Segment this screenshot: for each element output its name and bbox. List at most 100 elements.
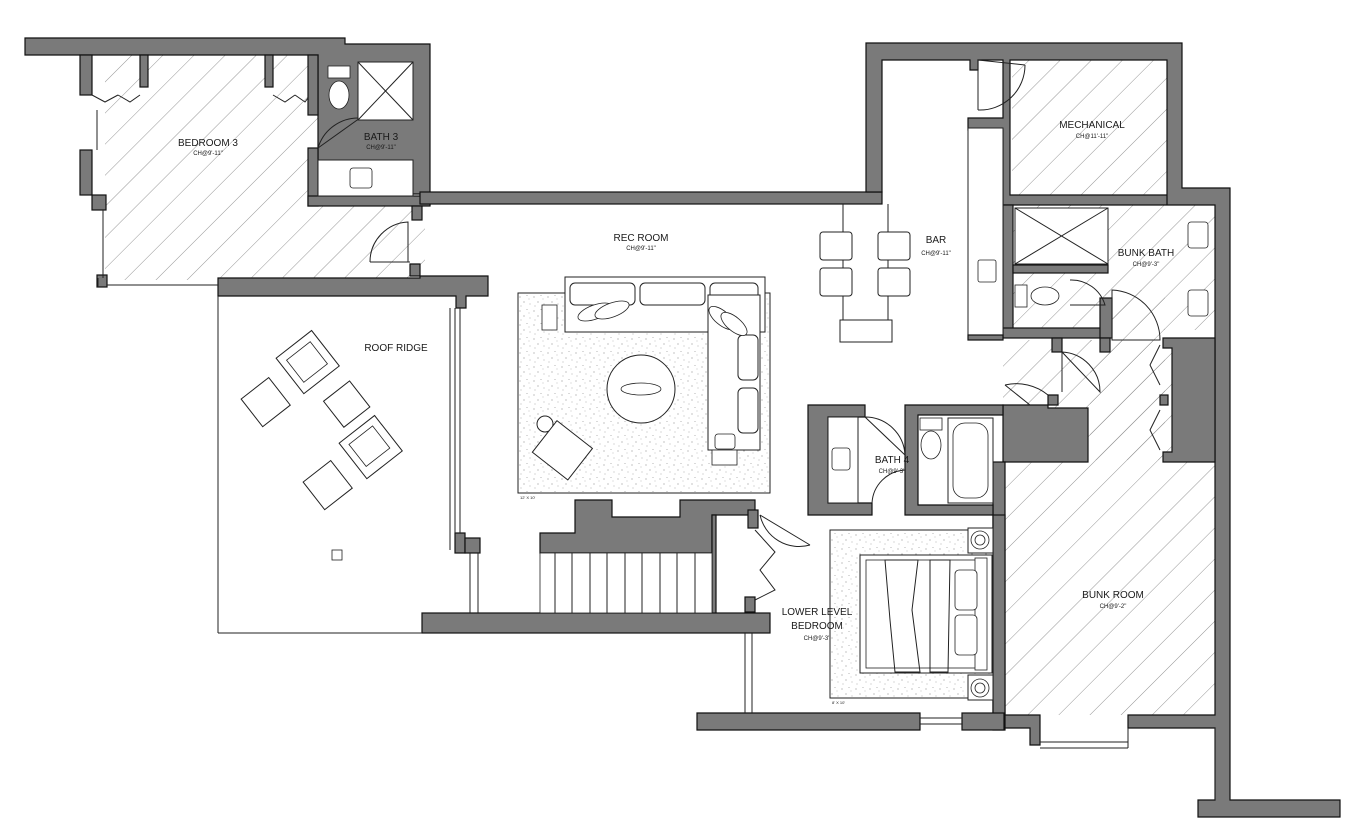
sofa-cushion-b [737, 387, 759, 434]
door-mechanical [977, 59, 1026, 111]
door-bath3 [317, 117, 361, 149]
room-labels: BEDROOM 3 CH@9'-11" BATH 3 CH@9'-11" REC… [178, 120, 1174, 705]
bunk-bath-ch: CH@9'-3" [1133, 262, 1160, 268]
wall-hall-pocket [1002, 394, 1089, 463]
door-closet-right [272, 94, 309, 103]
wall-bath3-stub [411, 205, 423, 221]
door-hall2 [1061, 351, 1101, 394]
bed-sheet [929, 559, 951, 673]
bar-sink [977, 259, 997, 283]
door-closet-bunk [1149, 344, 1161, 451]
door-hall [1111, 289, 1161, 341]
roof-ridge-furniture [240, 329, 403, 561]
bar-stool-2 [877, 231, 911, 261]
mechanical-label: MECHANICAL [1059, 120, 1125, 131]
bedroom-rug-size: 8' X 10' [832, 700, 845, 705]
bath3-label: BATH 3 [364, 132, 399, 143]
pillow-4 [720, 312, 748, 336]
wall-corridor-top [419, 191, 883, 205]
pillow-bed-2 [954, 614, 978, 656]
wall-bedroom3-left-jamb2 [91, 194, 107, 211]
wall-bar-end [967, 334, 1004, 341]
bunk-toilet-tank [1014, 284, 1028, 308]
bar-stool-1 [819, 231, 853, 261]
wall-roof-top [217, 263, 489, 309]
mechanical-ch: CH@11'-11" [1076, 134, 1109, 140]
wall-stair-jamb [747, 509, 759, 529]
wall-stair-jamb2 [744, 596, 756, 613]
walls [24, 37, 1341, 818]
wall-roof-jamb [454, 532, 466, 554]
rec-rug-size: 12' X 10' [520, 495, 536, 500]
outdoor-ottoman-1 [240, 376, 291, 428]
wall-bunk-closet-stub [1159, 394, 1169, 406]
rec-room-furniture [517, 276, 771, 494]
sofa-seat-2 [639, 282, 706, 306]
wall-bunk-bath-divider [1012, 264, 1109, 274]
bath4-ch: CH@9'-3" [879, 469, 906, 475]
bed-throw [884, 559, 921, 673]
bunk-sink-2 [1187, 289, 1209, 317]
wall-bedroom-bottom-right [961, 712, 1005, 731]
armchair [531, 419, 594, 481]
wall-closet-divider2 [264, 54, 274, 88]
wall-stair-top [539, 499, 756, 554]
bath4-sink [831, 447, 851, 471]
roof-drain [331, 549, 343, 561]
bar-table-base [839, 319, 893, 343]
wall-closet-divider1 [139, 54, 149, 88]
coffee-table-inner [620, 382, 662, 396]
bunk-bath-fixtures [1014, 207, 1209, 317]
bedroom3-ch: CH@9'-11" [193, 151, 223, 157]
bunk-room-ch: CH@9'-2" [1100, 604, 1127, 610]
end-table-1 [541, 304, 558, 331]
wall-bunk-stub3 [1099, 337, 1111, 353]
door-closet-left [91, 94, 141, 103]
bunk-room-label: BUNK ROOM [1082, 590, 1144, 601]
end-table-2 [711, 449, 738, 466]
mechanical-floor [1012, 60, 1167, 195]
bunk-bath-label: BUNK BATH [1118, 248, 1175, 259]
bunk-toilet-bowl [1030, 286, 1060, 306]
door-pocket [1004, 383, 1049, 406]
bath3-toilet-tank [327, 65, 351, 79]
bath4-toilet-bowl [920, 430, 942, 460]
roof-ridge-label: ROOF RIDGE [364, 343, 428, 354]
wall-bunk-closet [1162, 337, 1216, 463]
lamp-box [714, 433, 736, 450]
bar-stool-3 [819, 267, 853, 297]
door-bunk-bath [1069, 279, 1106, 306]
bar-ch: CH@9'-11" [921, 251, 951, 257]
door-bedroom3 [369, 221, 410, 263]
wall-bunk-bath-left [1002, 204, 1014, 336]
bath4-toilet-tank [919, 417, 943, 431]
bath4-fixtures [827, 416, 994, 504]
wall-bunk-bath-stub [1099, 297, 1113, 339]
wall-bath3-bottom [307, 195, 431, 207]
wall-bedroom3-corner [96, 274, 108, 288]
door-stair [759, 514, 811, 548]
wall-bath3-left [307, 54, 319, 116]
lower-bedroom-label-1: LOWER LEVEL [782, 607, 853, 618]
wall-bunk-stub2 [1051, 337, 1063, 353]
wall-roof-jamb2 [464, 537, 481, 554]
bar-counter [967, 127, 1004, 339]
bunk-sink-1 [1187, 221, 1209, 249]
rec-room-label: REC ROOM [614, 233, 669, 244]
bar-stool-4 [877, 267, 911, 297]
wall-stair-right [711, 514, 717, 616]
door-bath4 [864, 416, 906, 456]
wall-bedroom3-left-top [79, 54, 93, 96]
side-table [536, 415, 554, 433]
bath3-sink [349, 167, 373, 189]
lower-bedroom-ch: CH@9'-3" [804, 636, 831, 642]
pillow-2 [594, 300, 630, 320]
door-bath4b [871, 469, 906, 504]
stairs [539, 552, 713, 614]
windows [96, 110, 1216, 800]
door-bedroom-fold [754, 529, 776, 601]
wall-bedroom-right [992, 514, 1006, 731]
sofa-cushion-a [737, 334, 759, 381]
wall-bedroom3-left-jamb [79, 149, 93, 196]
